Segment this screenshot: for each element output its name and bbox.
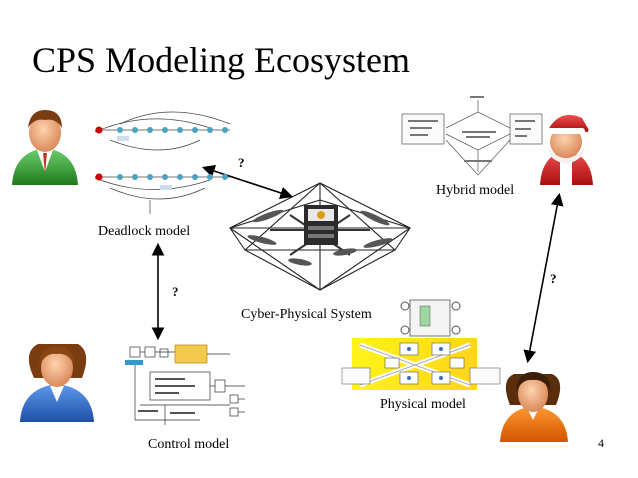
man-avatar-green-icon — [12, 110, 78, 185]
slide-title: CPS Modeling Ecosystem — [32, 40, 411, 80]
page-number: 4 — [598, 436, 604, 450]
question-mark-top: ? — [238, 155, 245, 170]
control-model-diagram — [125, 344, 245, 425]
woman-avatar-blue-icon — [20, 344, 94, 422]
deadlock-model-label: Deadlock model — [98, 224, 191, 239]
hybrid-model-label: Hybrid model — [436, 183, 515, 198]
physical-model-label: Physical model — [380, 397, 466, 412]
physical-model-diagram — [341, 299, 501, 390]
arrow-hybrid-physical — [523, 192, 564, 364]
control-model-label: Control model — [148, 437, 230, 452]
quadcopter-image — [229, 182, 411, 291]
hybrid-model-diagram — [401, 96, 543, 176]
cps-label: Cyber-Physical System — [241, 307, 372, 322]
woman-avatar-orange-icon — [500, 372, 568, 442]
question-mark-right: ? — [550, 271, 557, 286]
arrow-deadlock-cps — [201, 164, 294, 200]
question-mark-left: ? — [172, 284, 179, 299]
deadlock-model-diagram — [94, 111, 231, 214]
santa-avatar-icon — [540, 114, 596, 185]
